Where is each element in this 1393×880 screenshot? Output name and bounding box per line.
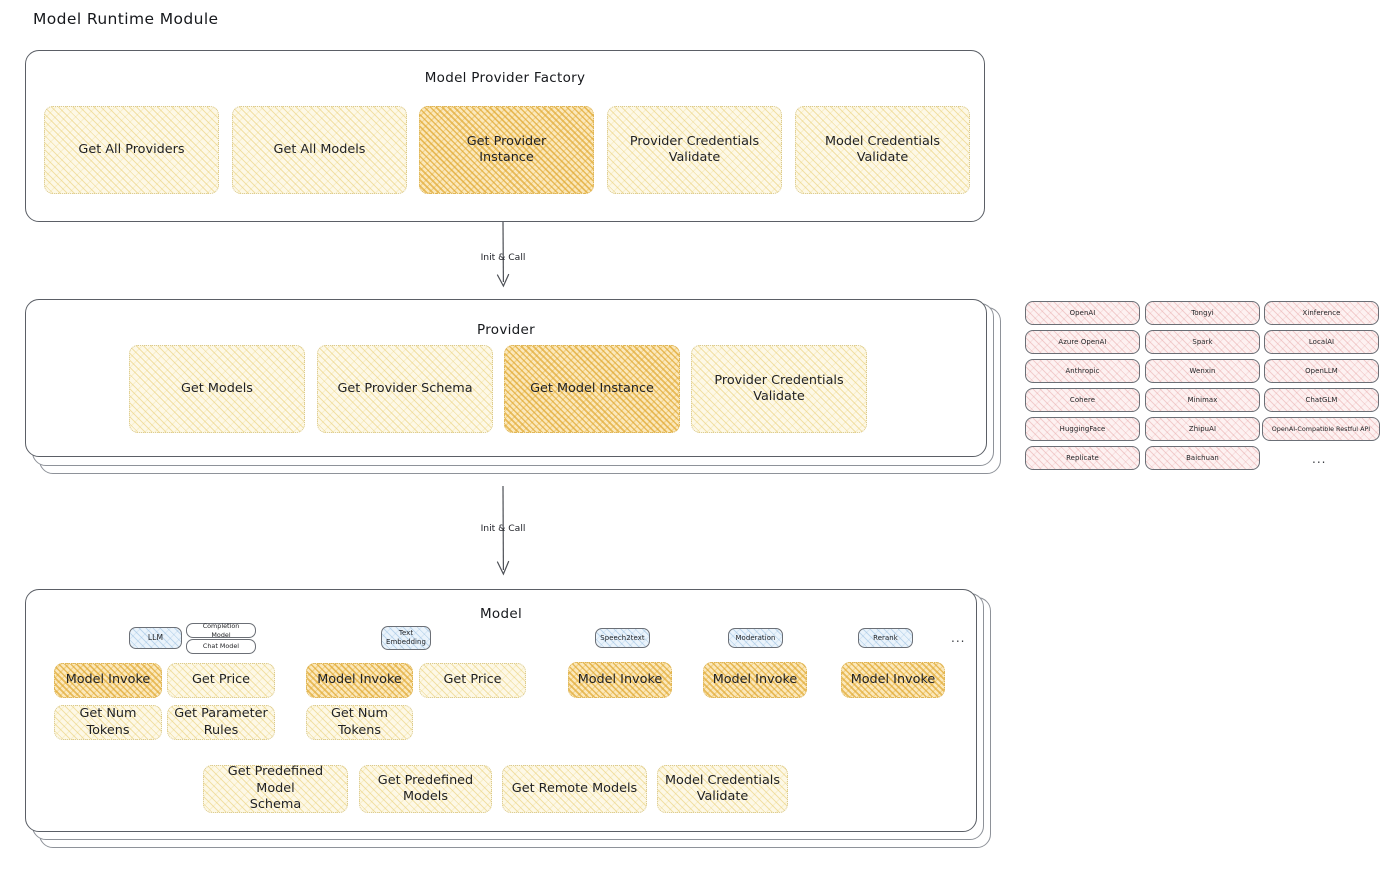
moderation-method-model-invoke[interactable]: Model Invoke [703,662,807,698]
speech2text-method-model-invoke[interactable]: Model Invoke [568,662,672,698]
provider-chip-cohere[interactable]: Cohere [1025,388,1140,412]
provider-list-more-ellipsis: ... [1312,452,1327,466]
llm-method-model-invoke[interactable]: Model Invoke [54,663,162,698]
provider-title: Provider [477,322,535,338]
model-common-get-remote-models[interactable]: Get Remote Models [502,765,647,813]
model-common-get-predefined-models[interactable]: Get Predefined Models [359,765,492,813]
arrow-label-init-call-1: Init & Call [480,252,526,263]
provider-chip-zhipuai[interactable]: ZhipuAI [1145,417,1260,441]
provider-chip-spark[interactable]: Spark [1145,330,1260,354]
model-provider-factory-title: Model Provider Factory [424,70,586,86]
rerank-method-model-invoke[interactable]: Model Invoke [841,662,945,698]
provider-chip-wenxin[interactable]: Wenxin [1145,359,1260,383]
provider-chip-anthropic[interactable]: Anthropic [1025,359,1140,383]
provider-box-get-model-instance[interactable]: Get Model Instance [504,345,680,433]
factory-box-provider-credentials-validate[interactable]: Provider Credentials Validate [607,106,782,194]
provider-chip-azure-openai[interactable]: Azure OpenAI [1025,330,1140,354]
provider-chip-openai-compatible-restful-api[interactable]: OpenAI-Compatible Restful API [1262,417,1380,441]
provider-chip-tongyi[interactable]: Tongyi [1145,301,1260,325]
llm-method-get-price[interactable]: Get Price [167,663,275,698]
provider-chip-openai[interactable]: OpenAI [1025,301,1140,325]
provider-box-get-provider-schema[interactable]: Get Provider Schema [317,345,493,433]
arrow-provider-to-model [496,486,510,576]
model-title: Model [479,606,523,622]
provider-chip-openllm[interactable]: OpenLLM [1264,359,1379,383]
model-type-badge-moderation[interactable]: Moderation [728,628,783,648]
arrow-label-init-call-2: Init & Call [480,523,526,534]
arrow-factory-to-provider [496,222,510,288]
model-subbadge-chat-model[interactable]: Chat Model [186,639,256,654]
factory-box-get-all-models[interactable]: Get All Models [232,106,407,194]
factory-box-model-credentials-validate[interactable]: Model Credentials Validate [795,106,970,194]
model-type-badge-llm[interactable]: LLM [129,627,182,649]
model-type-badge-rerank[interactable]: Rerank [858,628,913,648]
model-type-badge-speech2text[interactable]: Speech2text [595,628,650,648]
text-embedding-method-get-num-tokens[interactable]: Get Num Tokens [306,705,413,740]
provider-chip-replicate[interactable]: Replicate [1025,446,1140,470]
model-type-badge-text-embedding[interactable]: Text Embedding [381,626,431,650]
factory-box-get-provider-instance[interactable]: Get Provider Instance [419,106,594,194]
factory-box-get-all-providers[interactable]: Get All Providers [44,106,219,194]
llm-method-get-num-tokens[interactable]: Get Num Tokens [54,705,162,740]
provider-chip-huggingface[interactable]: HuggingFace [1025,417,1140,441]
model-common-model-credentials-validate[interactable]: Model Credentials Validate [657,765,788,813]
model-common-get-predefined-model-schema[interactable]: Get Predefined Model Schema [203,764,348,813]
provider-chip-chatglm[interactable]: ChatGLM [1264,388,1379,412]
provider-chip-xinference[interactable]: Xinference [1264,301,1379,325]
provider-chip-minimax[interactable]: Minimax [1145,388,1260,412]
text-embedding-method-model-invoke[interactable]: Model Invoke [306,663,413,698]
llm-method-get-parameter-rules[interactable]: Get Parameter Rules [167,705,275,740]
page-title: Model Runtime Module [33,10,219,28]
provider-chip-localai[interactable]: LocalAI [1264,330,1379,354]
provider-box-provider-credentials-validate[interactable]: Provider Credentials Validate [691,345,867,433]
text-embedding-method-get-price[interactable]: Get Price [419,663,526,698]
model-types-more-ellipsis: ... [951,631,966,645]
model-subbadge-completion-model[interactable]: Completion Model [186,622,256,639]
provider-box-get-models[interactable]: Get Models [129,345,305,433]
provider-chip-baichuan[interactable]: Baichuan [1145,446,1260,470]
